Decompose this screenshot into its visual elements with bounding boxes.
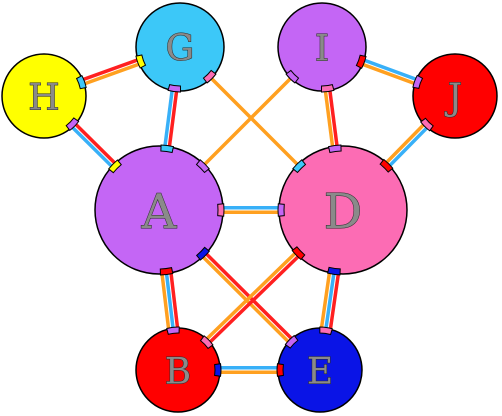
node-label: J — [444, 78, 462, 119]
port-H-A — [65, 117, 80, 132]
node-circle — [412, 53, 498, 139]
port-B-D — [199, 335, 214, 350]
port-I-A — [285, 69, 300, 84]
node-label: E — [307, 352, 333, 393]
port-J-D — [420, 117, 434, 132]
port-G-A — [167, 83, 182, 93]
port-G-D — [202, 69, 217, 84]
port-A-D — [217, 203, 225, 217]
node-label: I — [315, 29, 329, 70]
node-B[interactable]: B — [135, 327, 221, 413]
node-label: D — [324, 184, 362, 240]
node-G[interactable]: G — [135, 2, 225, 92]
port-A-B — [159, 267, 174, 276]
node-H[interactable]: H — [1, 53, 87, 139]
node-label: A — [141, 184, 178, 240]
port-I-D — [320, 83, 335, 93]
port-E-D — [319, 326, 333, 336]
port-B-A — [166, 326, 180, 335]
port-D-B — [291, 246, 306, 261]
port-D-I — [327, 144, 342, 154]
port-E-B — [276, 363, 284, 377]
node-J[interactable]: J — [412, 53, 498, 139]
nodes-layer: A D G I H J B E — [1, 2, 498, 413]
port-D-J — [379, 158, 394, 173]
node-I[interactable]: I — [277, 2, 367, 92]
node-label: H — [28, 78, 59, 119]
node-circle — [1, 53, 87, 139]
port-E-A — [284, 334, 299, 349]
port-J-I — [412, 74, 424, 90]
port-A-E — [195, 246, 210, 261]
port-D-E — [327, 266, 341, 276]
port-G-H — [135, 54, 147, 69]
port-A-H — [107, 159, 122, 174]
port-H-G — [75, 74, 87, 90]
port-B-E — [214, 363, 222, 377]
port-D-G — [292, 159, 307, 174]
node-label: G — [166, 29, 195, 70]
port-I-J — [355, 54, 367, 69]
node-label: B — [165, 352, 191, 393]
port-D-A — [277, 203, 285, 217]
port-A-I — [195, 159, 210, 174]
port-A-G — [160, 144, 175, 154]
